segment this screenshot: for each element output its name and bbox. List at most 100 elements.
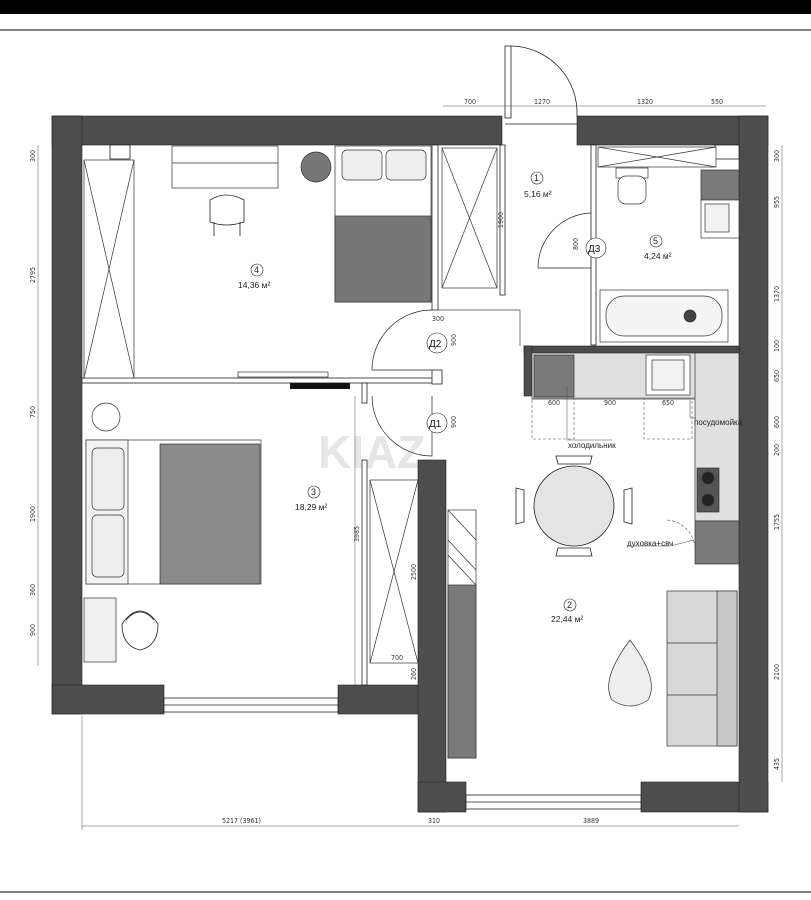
wall-kitchen-column: [523, 345, 533, 397]
chair-room3: [121, 610, 159, 651]
hob-ring-a: [701, 471, 715, 485]
tv-cabinet-dark: [447, 584, 477, 759]
side-table-room4: [300, 151, 332, 183]
wall-beam-dark: [290, 383, 350, 389]
wall-bottom-left-a: [51, 684, 165, 715]
dim-left-2795: 2795: [29, 267, 37, 283]
door-labels: Д1 Д2 Д3: [426, 237, 607, 434]
sofa-back: [716, 590, 738, 747]
wardrobe-room4-x2: [83, 159, 135, 379]
desk-room4: [171, 145, 279, 189]
pillow-room4-b: [385, 149, 427, 181]
wall-top-right: [576, 115, 769, 146]
kitchen: [531, 352, 740, 565]
washing-machine: [700, 169, 740, 201]
door-d3-label: Д3: [588, 244, 601, 255]
dimension-lines: [37, 105, 783, 830]
interior-doors: [371, 212, 592, 457]
dining-table: [533, 465, 615, 547]
bathroom-sink-bowl: [704, 203, 730, 233]
room-2-area: 22,44 м²: [551, 614, 583, 624]
living-furniture: [447, 509, 738, 759]
pillow-room4-a: [341, 149, 383, 181]
wall-right: [738, 115, 769, 813]
tv-stand-room4: [237, 371, 329, 378]
kitchen-swing-guides: [531, 398, 696, 549]
bed-room4-blanket: [334, 215, 432, 303]
dim-left-750: 750: [29, 406, 37, 418]
wardrobe-room4-right-x2: [441, 147, 498, 289]
dim-right-600: 600: [773, 416, 781, 428]
partition-room3-right: [361, 382, 368, 404]
wardrobe-room3-x2: [369, 479, 419, 664]
partition-room3-right-b: [361, 459, 368, 686]
tv-cabinet-diag-a: [447, 509, 477, 541]
dim-right-2100: 2100: [773, 664, 781, 680]
dim-right-200: 200: [773, 444, 781, 456]
room-4-furniture: [83, 145, 498, 379]
dim-d2-900: 900: [450, 334, 458, 346]
dim-top-1270: 1270: [534, 98, 550, 106]
dim-wardrobe-260: 260: [410, 668, 418, 680]
dim-left-300: 300: [29, 150, 37, 162]
room-1-area: 5,16 м²: [524, 189, 552, 199]
door-d1-label: Д1: [429, 419, 442, 430]
room-3-furniture: [83, 402, 419, 664]
dim-bottom-310: 310: [428, 817, 440, 825]
door-d3-swing: [537, 212, 592, 269]
dim-right-1370: 1370: [773, 286, 781, 302]
room-5-area: 4,24 м²: [644, 251, 672, 261]
room-3-number: 3: [311, 487, 316, 497]
toilet: [617, 175, 647, 205]
dim-top-550: 550: [711, 98, 723, 106]
room-labels: 1 5,16 м² 2 22,44 м² 3 18,29 м² 4 14,36 …: [238, 171, 672, 624]
lamp-room3: [91, 402, 121, 432]
dining-chair-left: [515, 487, 525, 525]
hall-outline: [438, 309, 521, 346]
wall-bottom-left-b: [337, 684, 425, 715]
door-d2-label: Д2: [429, 339, 442, 350]
entrance-door-swing: [510, 45, 578, 117]
dim-k-600: 600: [548, 399, 560, 407]
dim-right-1755: 1755: [773, 514, 781, 530]
dim-bottom-3889: 3889: [583, 817, 599, 825]
walls: [51, 115, 769, 813]
wall-top-left: [51, 115, 503, 146]
wall-bottom-right-a: [417, 781, 467, 813]
wall-left: [51, 115, 83, 715]
dim-d2-300: 300: [432, 315, 444, 323]
dim-right-955: 955: [773, 196, 781, 208]
dim-top-1320: 1320: [637, 98, 653, 106]
door-d2-swing: [371, 309, 433, 371]
partition-bedrooms: [81, 377, 443, 384]
wall-bath-kitchen: [523, 345, 740, 354]
dim-left-900: 900: [29, 624, 37, 636]
wall-step-vertical: [417, 459, 447, 813]
windows: [109, 144, 740, 810]
dim-top-700: 700: [464, 98, 476, 106]
dim-wardrobe-700: 700: [391, 654, 403, 662]
entrance-door: [504, 45, 578, 125]
dishwasher-label: посудомойка: [694, 418, 743, 427]
bathroom-cabinet-x2: [597, 146, 717, 168]
dim-bottom-left: 5217 (3961): [222, 817, 261, 825]
top-frame-bar: [0, 0, 811, 14]
pillow-room3-b: [91, 514, 125, 578]
dim-room3-3985: 3985: [353, 526, 361, 542]
dining-chair-right: [623, 487, 633, 525]
appliance-labels: холодильник посудомойка духовка+свч: [566, 386, 743, 548]
dim-right-650: 650: [773, 370, 781, 382]
dim-d1-900: 900: [450, 416, 458, 428]
fridge: [533, 354, 575, 398]
room-4-number: 4: [254, 265, 259, 275]
partition-d2-stub: [431, 369, 443, 385]
dining-set: [515, 455, 633, 557]
dim-right-100: 100: [773, 340, 781, 352]
dim-door-800: 800: [572, 238, 580, 250]
dim-right-300: 300: [773, 150, 781, 162]
partition-hall-left: [499, 144, 506, 296]
bathtub-drain: [683, 309, 697, 323]
door-d1-swing: [371, 395, 433, 457]
tv-cabinet-diag-c: [447, 554, 477, 586]
